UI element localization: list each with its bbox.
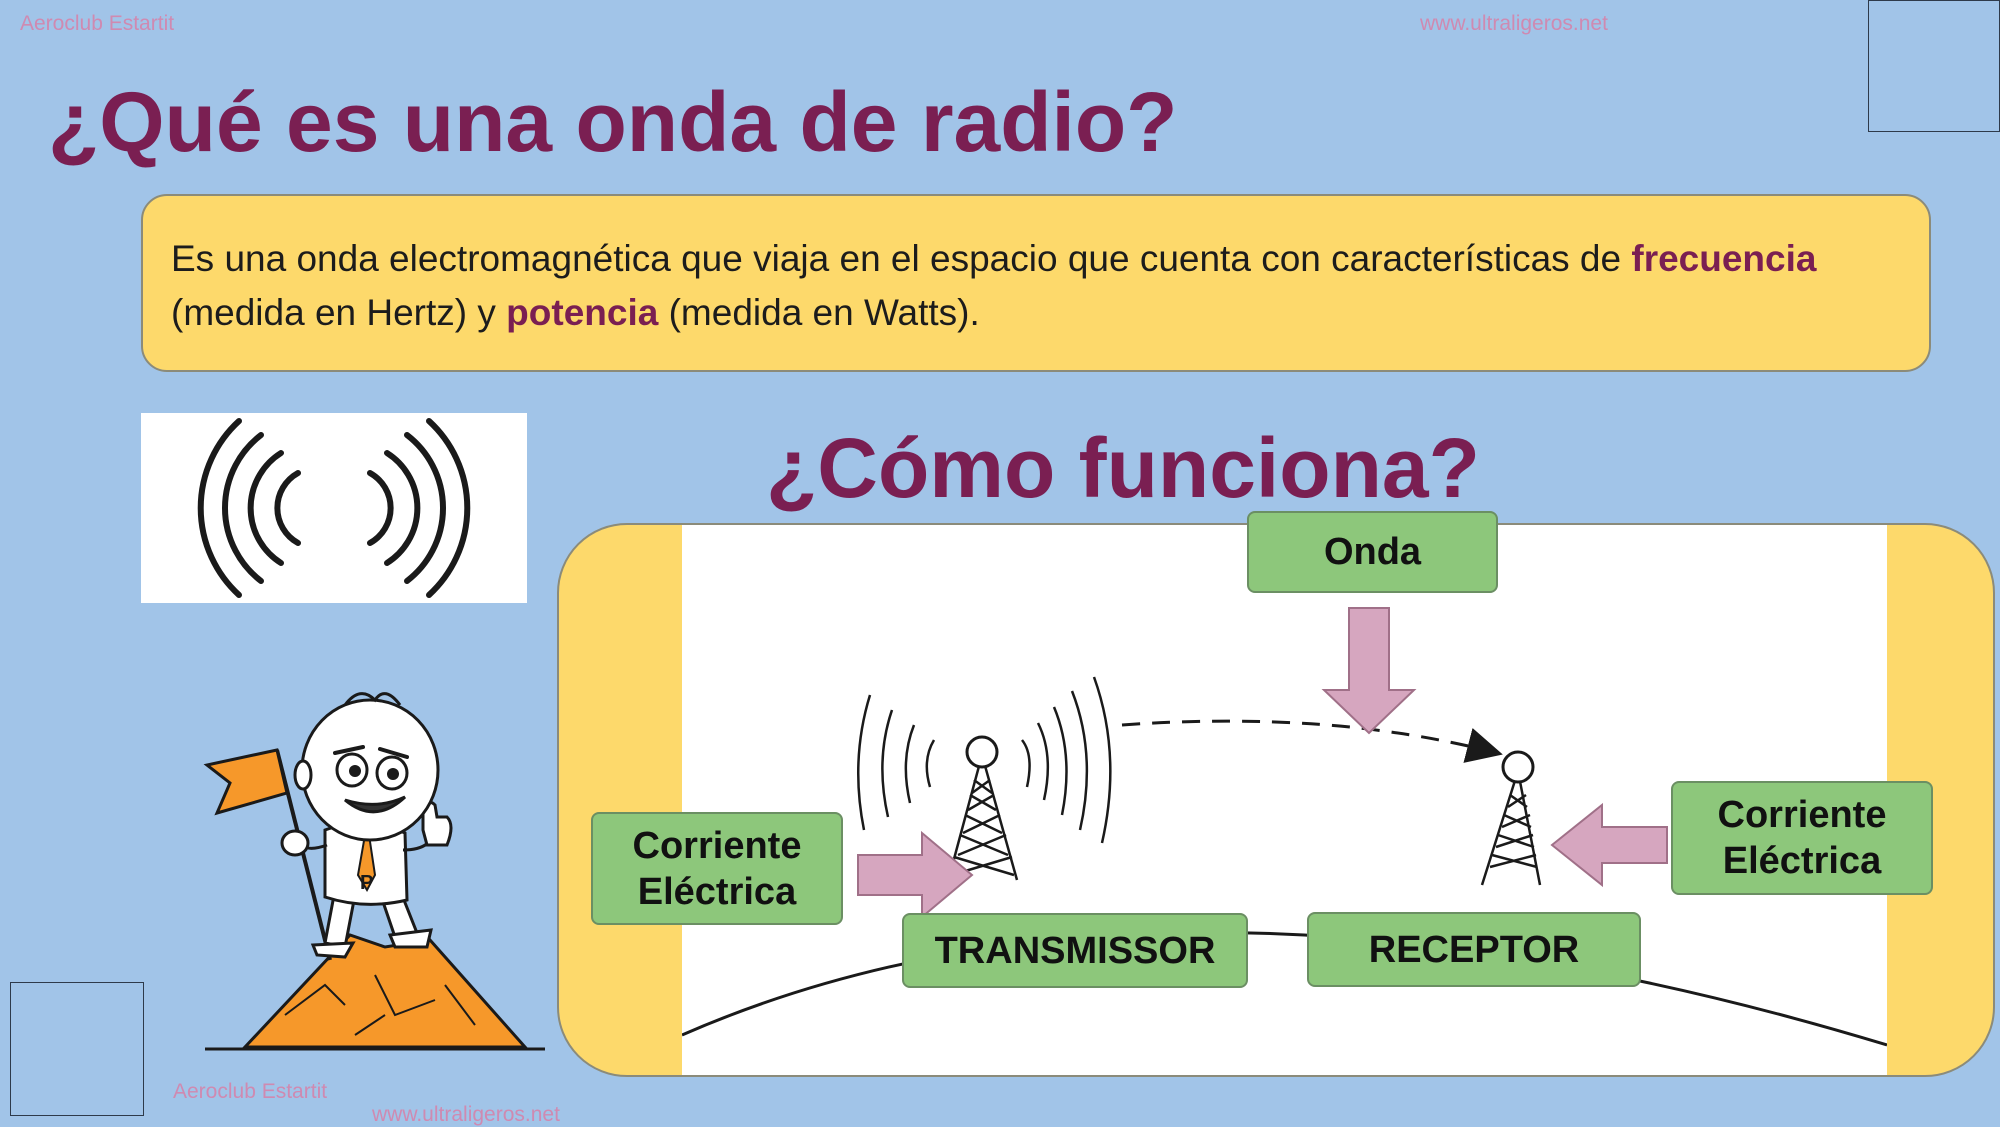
label-corriente-left-line2: Eléctrica [637, 870, 797, 913]
term-frecuencia: frecuencia [1631, 238, 1817, 279]
term-potencia: potencia [506, 292, 659, 333]
definition-text-2: (medida en Hertz) y [171, 292, 507, 333]
definition-box: Es una onda electromagnética que viaja e… [141, 194, 1931, 372]
receiver-tower [1480, 750, 1542, 886]
footer-brand-name: Aeroclub Estartit [173, 1080, 328, 1103]
section-subtitle: ¿Cómo funciona? [766, 421, 1480, 515]
label-corriente-right-line2: Eléctrica [1722, 840, 1882, 882]
label-onda: Onda [1247, 511, 1498, 593]
slide-title: ¿Qué es una onda de radio? [48, 75, 1178, 169]
definition-text-3: (medida en Watts). [658, 292, 980, 333]
image-placeholder-top-right [1868, 0, 2000, 132]
label-corriente-left: Corriente Eléctrica [591, 812, 843, 925]
radio-wave-icon [141, 413, 527, 603]
header-brand-name: Aeroclub Estartit [20, 12, 175, 35]
image-placeholder-bottom-left [10, 982, 144, 1116]
down-arrow [1321, 607, 1417, 735]
label-transmissor: TRANSMISSOR [902, 913, 1248, 988]
label-corriente-right: Corriente Eléctrica [1671, 781, 1933, 895]
definition-text-1: Es una onda electromagnética que viaja e… [171, 238, 1632, 279]
transmitter-waves [856, 676, 1112, 844]
earth-curve [681, 931, 1888, 1047]
footer-brand-url[interactable]: www.ultraligeros.net [372, 1103, 560, 1126]
label-corriente-right-line1: Corriente [1717, 794, 1887, 836]
wave-path-arrow [1121, 719, 1503, 763]
header-brand-url[interactable]: www.ultraligeros.net [1420, 12, 1608, 35]
label-receptor: RECEPTOR [1307, 912, 1641, 987]
transmitter-tower [945, 735, 1019, 886]
mascot-illustration: P [195, 685, 550, 1055]
left-arrow [1550, 802, 1668, 888]
label-corriente-left-line1: Corriente [632, 824, 802, 867]
mascot-badge: P [360, 872, 373, 894]
right-arrow [857, 830, 974, 920]
